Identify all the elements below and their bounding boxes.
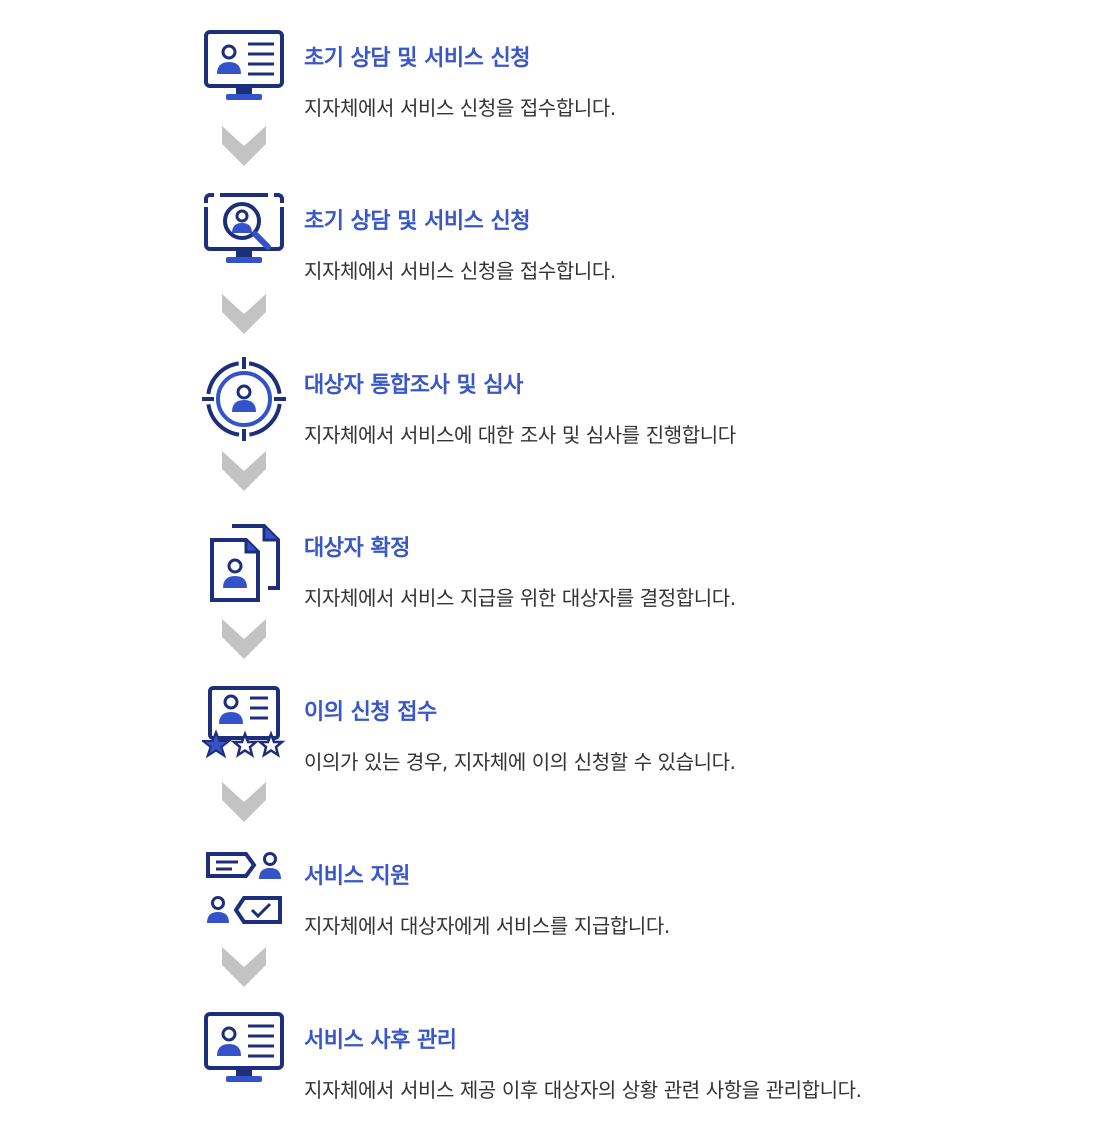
monitor-profile-icon (202, 1012, 286, 1096)
step-title: 이의 신청 접수 (304, 700, 437, 725)
step-6: 서비스 지원 지자체에서 대상자에게 서비스를 지급합니다. (0, 844, 1116, 940)
chevron-down-icon (220, 780, 268, 824)
step-description: 지자체에서 서비스 지급을 위한 대상자를 결정합니다. (304, 586, 736, 610)
user-documents-icon (202, 520, 286, 604)
step-7: 서비스 사후 관리 지자체에서 서비스 제공 이후 대상자의 상황 관련 사항을… (0, 1008, 1116, 1104)
step-4: 대상자 확정 지자체에서 서비스 지급을 위한 대상자를 결정합니다. (0, 516, 1116, 612)
chevron-down-icon (220, 292, 268, 336)
step-title: 서비스 사후 관리 (304, 1028, 457, 1053)
step-1: 초기 상담 및 서비스 신청 지자체에서 서비스 신청을 접수합니다. (0, 26, 1116, 122)
step-2: 초기 상담 및 서비스 신청 지자체에서 서비스 신청을 접수합니다. (0, 189, 1116, 285)
step-description: 지자체에서 서비스 신청을 접수합니다. (304, 96, 616, 120)
step-description: 지자체에서 서비스 제공 이후 대상자의 상황 관련 사항을 관리합니다. (304, 1078, 862, 1102)
chevron-down-icon (220, 945, 268, 989)
step-title: 대상자 확정 (304, 536, 410, 561)
target-user-icon (202, 357, 286, 441)
step-title: 서비스 지원 (304, 864, 410, 889)
chevron-down-icon (220, 617, 268, 661)
step-5: 이의 신청 접수 이의가 있는 경우, 지자체에 이의 신청할 수 있습니다. (0, 680, 1116, 776)
chevron-down-icon (220, 124, 268, 168)
monitor-search-user-icon (202, 193, 286, 277)
step-3: 대상자 통합조사 및 심사 지자체에서 서비스에 대한 조사 및 심사를 진행합… (0, 353, 1116, 449)
step-description: 지자체에서 서비스 신청을 접수합니다. (304, 259, 616, 283)
step-title: 초기 상담 및 서비스 신청 (304, 209, 531, 234)
step-description: 지자체에서 대상자에게 서비스를 지급합니다. (304, 914, 670, 938)
step-title: 대상자 통합조사 및 심사 (304, 373, 523, 398)
step-description: 이의가 있는 경우, 지자체에 이의 신청할 수 있습니다. (304, 750, 736, 774)
user-support-chat-icon (202, 848, 286, 932)
chevron-down-icon (220, 449, 268, 493)
step-title: 초기 상담 및 서비스 신청 (304, 46, 531, 71)
profile-rating-icon (202, 684, 286, 768)
monitor-profile-icon (202, 30, 286, 114)
step-description: 지자체에서 서비스에 대한 조사 및 심사를 진행합니다 (304, 423, 736, 447)
